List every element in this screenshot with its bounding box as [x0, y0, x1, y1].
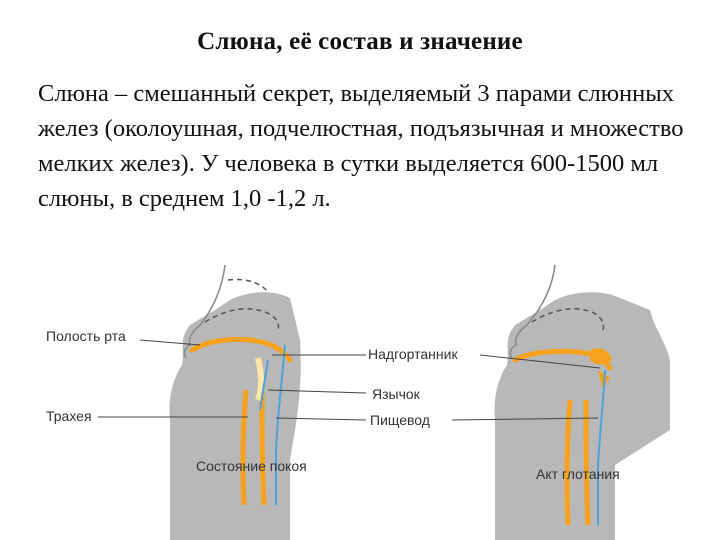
swallowing-illustration — [98, 264, 670, 540]
head-swallow-trachea-2 — [583, 399, 591, 526]
head-swallow-nose-dashes — [531, 308, 605, 331]
head-swallow-bolus — [590, 348, 612, 365]
head-rest-trachea — [240, 389, 249, 506]
head-swallow-trachea — [564, 399, 573, 526]
head-rest-esophagus-line-2 — [259, 359, 269, 411]
head-rest — [169, 264, 301, 540]
head-swallow — [494, 264, 670, 540]
head-rest-skull-dashes — [227, 278, 269, 293]
leader-oral-cavity — [139, 339, 201, 346]
head-swallow-tissue — [494, 292, 670, 540]
head-rest-face-outline — [183, 264, 226, 359]
head-swallow-esophagus-line — [597, 369, 606, 525]
label-oral-cavity: Полость рта — [46, 328, 126, 344]
slide-title: Слюна, её состав и значение — [197, 28, 523, 55]
head-rest-nose-dashes — [204, 308, 280, 331]
head-rest-oral-cavity — [189, 337, 293, 363]
head-swallow-face-outline — [509, 264, 556, 359]
label-uvula: Язычок — [372, 386, 420, 402]
label-esophagus: Пищевод — [370, 412, 430, 428]
head-rest-esophagus-line — [275, 344, 286, 505]
leader-uvula — [267, 389, 367, 394]
swallowing-diagram: Полость рта Трахея Надгортанник Язычок П… — [0, 250, 720, 540]
label-epiglottis: Надгортанник — [368, 346, 458, 362]
head-rest-pharynx — [255, 357, 264, 402]
leader-esophagus-right — [451, 417, 599, 421]
head-rest-tissue — [169, 292, 301, 540]
head-rest-trachea-2 — [259, 389, 267, 506]
caption-swallow: Акт глотания — [536, 466, 620, 482]
slide-body-text: Слюна – смешанный секрет, выделяемый 3 п… — [38, 80, 684, 212]
caption-rest: Состояние покоя — [196, 458, 307, 474]
leader-epiglottis-right — [479, 354, 601, 369]
leader-esophagus-left — [275, 417, 367, 421]
leader-lines — [98, 339, 601, 421]
label-trachea: Трахея — [46, 408, 92, 424]
